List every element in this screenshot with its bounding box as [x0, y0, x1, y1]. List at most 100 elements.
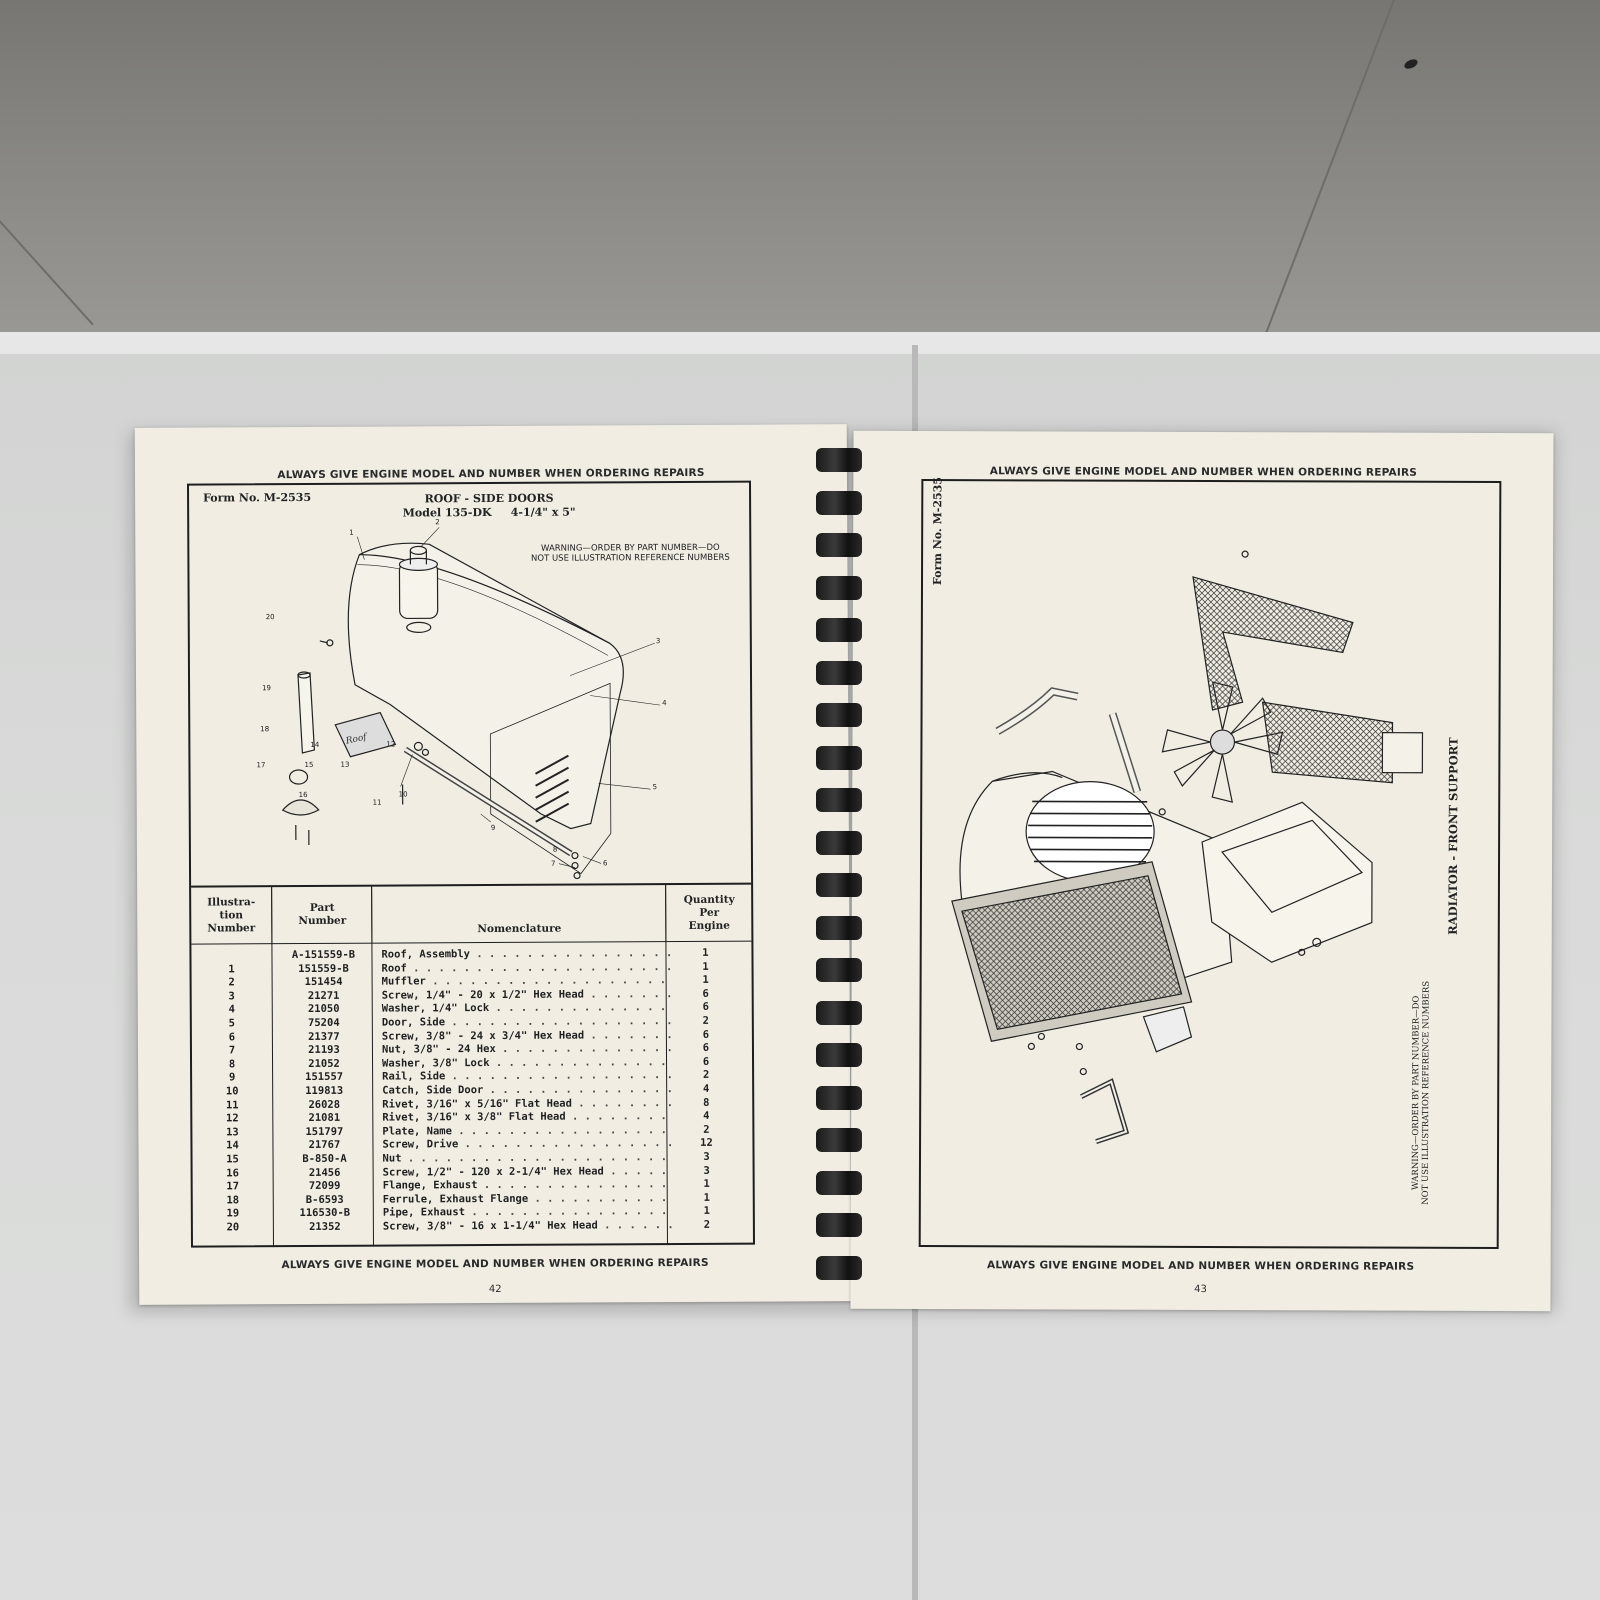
- callout-13: 13: [340, 761, 349, 769]
- quantity: 2: [702, 1069, 710, 1082]
- parts-list-table: Illustra- tion Number Part Number Nomenc…: [191, 882, 753, 1248]
- callout-14: 14: [310, 741, 319, 749]
- right-page-header: ALWAYS GIVE ENGINE MODEL AND NUMBER WHEN…: [989, 465, 1418, 479]
- nomenclature: Rivet, 3/16" x 3/8" Flat Head: [382, 1110, 672, 1124]
- binding-coil: [816, 915, 862, 940]
- illustration-number: 10: [225, 1085, 239, 1098]
- binding-coil: [816, 448, 862, 472]
- wall: [0, 0, 1600, 345]
- callout-9: 9: [491, 824, 496, 832]
- nomenclature: Washer, 1/4" Lock: [382, 1001, 672, 1015]
- nomenclature: Pipe, Exhaust: [383, 1205, 673, 1219]
- right-page: ALWAYS GIVE ENGINE MODEL AND NUMBER WHEN…: [850, 430, 1554, 1312]
- callout-15: 15: [304, 761, 313, 769]
- binding-coil: [816, 1128, 862, 1152]
- illustration-number: 7: [228, 1044, 236, 1057]
- illustration-number: 16: [226, 1166, 239, 1179]
- binding-coil: [816, 1255, 862, 1280]
- callout-1: 1: [349, 529, 354, 537]
- right-page-footer: ALWAYS GIVE ENGINE MODEL AND NUMBER WHEN…: [986, 1259, 1415, 1273]
- binding-coil: [816, 660, 862, 685]
- quantity: 6: [702, 1042, 710, 1055]
- left-page: ALWAYS GIVE ENGINE MODEL AND NUMBER WHEN…: [134, 424, 852, 1305]
- quantity: 4: [702, 1082, 710, 1095]
- callout-10: 10: [399, 790, 408, 798]
- nomenclature: Roof, Assembly: [381, 947, 671, 960]
- quantity: 1: [703, 1178, 710, 1191]
- illustration-number: 20: [226, 1221, 240, 1234]
- quantity: 1: [702, 946, 709, 959]
- callout-7: 7: [551, 860, 556, 868]
- quantity: 6: [702, 1028, 710, 1041]
- quantity: 2: [703, 1218, 711, 1231]
- illustration-number: 15: [226, 1153, 239, 1166]
- callout-19: 19: [262, 684, 271, 692]
- part-number: 116530-B: [299, 1207, 351, 1220]
- part-number: 21271: [307, 989, 340, 1002]
- nomenclature: Rail, Side: [382, 1069, 672, 1083]
- part-number: 151559-B: [298, 962, 349, 975]
- quantity: 4: [703, 1110, 710, 1123]
- part-number: 21050: [307, 1003, 340, 1016]
- part-number: 21377: [308, 1030, 340, 1043]
- part-number: 21456: [308, 1166, 341, 1179]
- roof-side-doors-illustration: Roof: [256, 518, 667, 880]
- quantity: 6: [702, 1055, 710, 1068]
- nomenclature: Screw, 1/4" - 20 x 1/2" Hex Head: [382, 988, 672, 1001]
- nomenclature: Screw, Drive: [382, 1137, 672, 1151]
- binding-coil: [816, 745, 862, 770]
- quantity: 6: [702, 987, 709, 1000]
- nomenclature: Door, Side: [382, 1015, 672, 1028]
- binding-coil: [816, 958, 862, 982]
- nomenclature: Screw, 3/8" - 16 x 1-1/4" Hex Head: [383, 1219, 673, 1232]
- part-number: 119813: [305, 1084, 344, 1097]
- callout-6: 6: [603, 859, 608, 867]
- nomenclature: Catch, Side Door: [382, 1083, 672, 1097]
- quantity: 8: [703, 1096, 710, 1109]
- table-edge: [0, 332, 1600, 354]
- spiral-binding: [816, 448, 862, 1288]
- callout-8: 8: [553, 846, 558, 854]
- quantity: 2: [702, 1014, 710, 1027]
- table-row: 20 21352 Screw, 3/8" - 16 x 1-1/4" Hex Hea…: [193, 1219, 753, 1235]
- col-header-nomenclature: Nomenclature: [373, 885, 667, 943]
- quantity: 1: [702, 960, 709, 973]
- nomenclature: Plate, Name: [382, 1124, 672, 1137]
- binding-coil: [816, 703, 862, 727]
- illustration-number: 4: [228, 1003, 235, 1016]
- col-header-illustration: Illustra- tion Number: [191, 887, 273, 944]
- callout-18: 18: [260, 725, 269, 733]
- binding-coil: [816, 1043, 862, 1067]
- col-header-quantity: Quantity Per Engine: [683, 893, 735, 932]
- illustration-number: 5: [228, 1017, 236, 1030]
- illustration-number: 2: [228, 976, 235, 989]
- callout-4: 4: [662, 699, 667, 707]
- binding-coil: [816, 1170, 862, 1195]
- illustration-number: 3: [228, 990, 235, 1003]
- left-page-header: ALWAYS GIVE ENGINE MODEL AND NUMBER WHEN…: [277, 466, 705, 482]
- binding-coil: [816, 1085, 862, 1110]
- right-page-frame: Form No. M-2535 RADIATOR - FRONT SUPPORT…: [918, 477, 1502, 1250]
- radiator-front-support-illustration: [951, 550, 1424, 1145]
- illustration-number: 6: [228, 1030, 236, 1043]
- part-number: 151557: [305, 1071, 344, 1084]
- illustration-number: 13: [226, 1126, 239, 1139]
- illustration-number: 19: [226, 1207, 240, 1220]
- nomenclature: Rivet, 3/16" x 5/16" Flat Head: [382, 1097, 672, 1110]
- callout-3: 3: [656, 637, 661, 645]
- nomenclature: Screw, 3/8" - 24 x 3/4" Hex Head: [382, 1029, 672, 1042]
- binding-coil: [816, 830, 862, 855]
- nomenclature: Washer, 3/8" Lock: [382, 1056, 672, 1070]
- callout-11: 11: [373, 799, 382, 807]
- col-header-part: Part Number: [273, 886, 373, 944]
- nomenclature: Ferrule, Exhaust Flange: [383, 1192, 673, 1206]
- callout-5: 5: [653, 783, 658, 791]
- quantity: 12: [700, 1137, 713, 1150]
- illustration-number: 8: [228, 1058, 236, 1071]
- illustration-number: 11: [225, 1098, 239, 1111]
- binding-coil: [816, 1213, 862, 1237]
- part-number: B-850-A: [302, 1152, 347, 1166]
- part-number: 21352: [309, 1220, 341, 1233]
- illustration-number: 1: [228, 962, 235, 975]
- part-number: 151797: [305, 1125, 344, 1138]
